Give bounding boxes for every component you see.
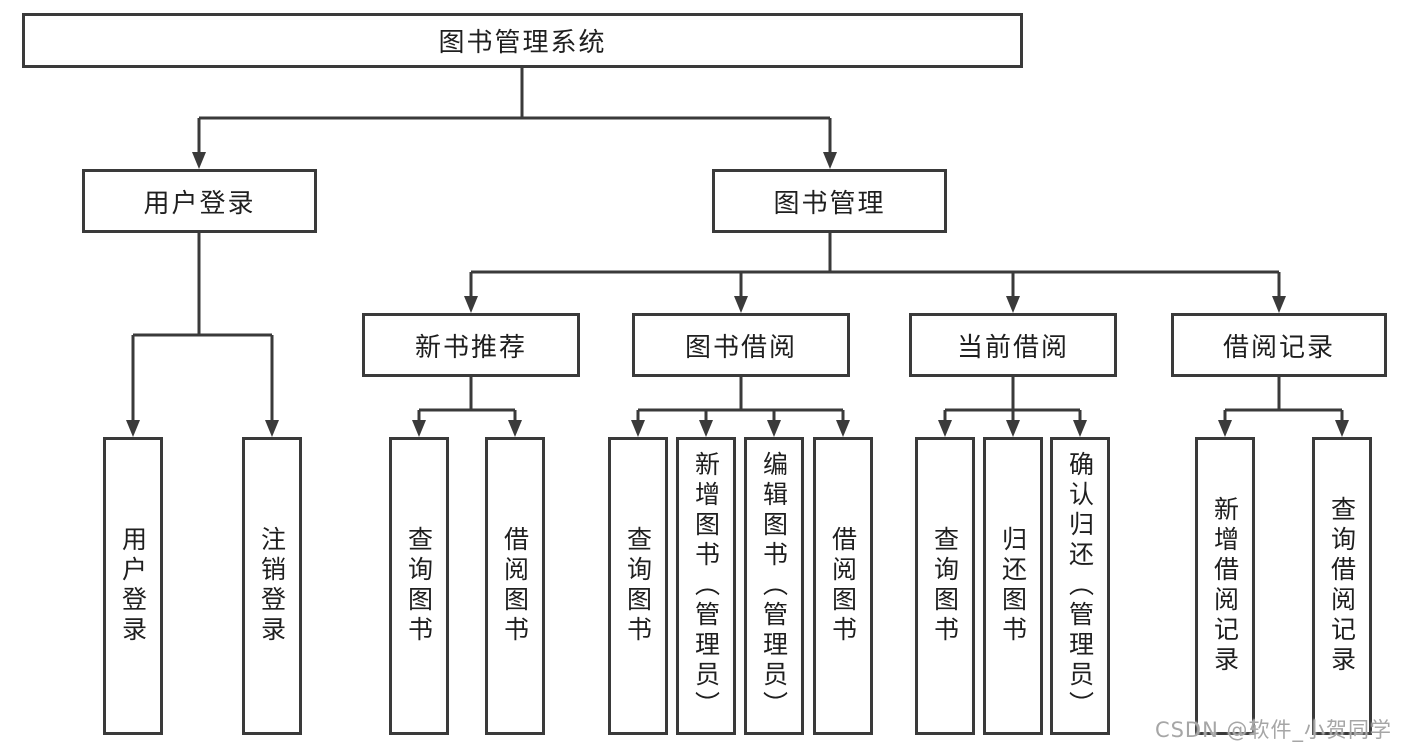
leaf-return-books-label: 归还图书 [998,526,1028,646]
node-library-management-system: 图书管理系统 [22,13,1023,68]
leaf-user-login-label: 用户登录 [118,526,148,646]
leaf-logout-label: 注销登录 [257,526,287,646]
leaf-query-books-2-label: 查询图书 [623,526,653,646]
leaf-query-books-1: 查询图书 [389,437,449,735]
leaf-borrow-books-1-label: 借阅图书 [500,526,530,646]
arrowhead-icons [126,152,1349,437]
node-book-management: 图书管理 [712,169,947,233]
leaf-add-borrow-record-label: 新增借阅记录 [1210,496,1240,676]
csdn-watermark: CSDN @软件_小贺同学 [1154,718,1392,742]
leaf-borrow-books-2-label: 借阅图书 [828,526,858,646]
leaf-add-books-admin-label: 新增图书（管理员） [691,451,721,721]
leaf-user-login: 用户登录 [103,437,163,735]
node-borrowing-records: 借阅记录 [1171,313,1387,377]
leaf-edit-books-admin: 编辑图书（管理员） [744,437,804,735]
leaf-query-books-1-label: 查询图书 [404,526,434,646]
leaf-logout: 注销登录 [242,437,302,735]
leaf-add-borrow-record: 新增借阅记录 [1195,437,1255,735]
leaf-query-books-2: 查询图书 [608,437,668,735]
leaf-add-books-admin: 新增图书（管理员） [676,437,736,735]
node-new-book-recommendation: 新书推荐 [362,313,580,377]
leaf-query-borrow-record-label: 查询借阅记录 [1327,496,1357,676]
leaf-query-books-3-label: 查询图书 [930,526,960,646]
leaf-borrow-books-1: 借阅图书 [485,437,545,735]
node-user-login: 用户登录 [82,169,317,233]
leaf-edit-books-admin-label: 编辑图书（管理员） [759,451,789,721]
node-book-borrowing: 图书借阅 [632,313,850,377]
leaf-borrow-books-2: 借阅图书 [813,437,873,735]
leaf-return-books: 归还图书 [983,437,1043,735]
leaf-confirm-return-admin-label: 确认归还（管理员） [1065,451,1095,721]
leaf-query-borrow-record: 查询借阅记录 [1312,437,1372,735]
node-current-borrowing: 当前借阅 [909,313,1117,377]
leaf-confirm-return-admin: 确认归还（管理员） [1050,437,1110,735]
leaf-query-books-3: 查询图书 [915,437,975,735]
